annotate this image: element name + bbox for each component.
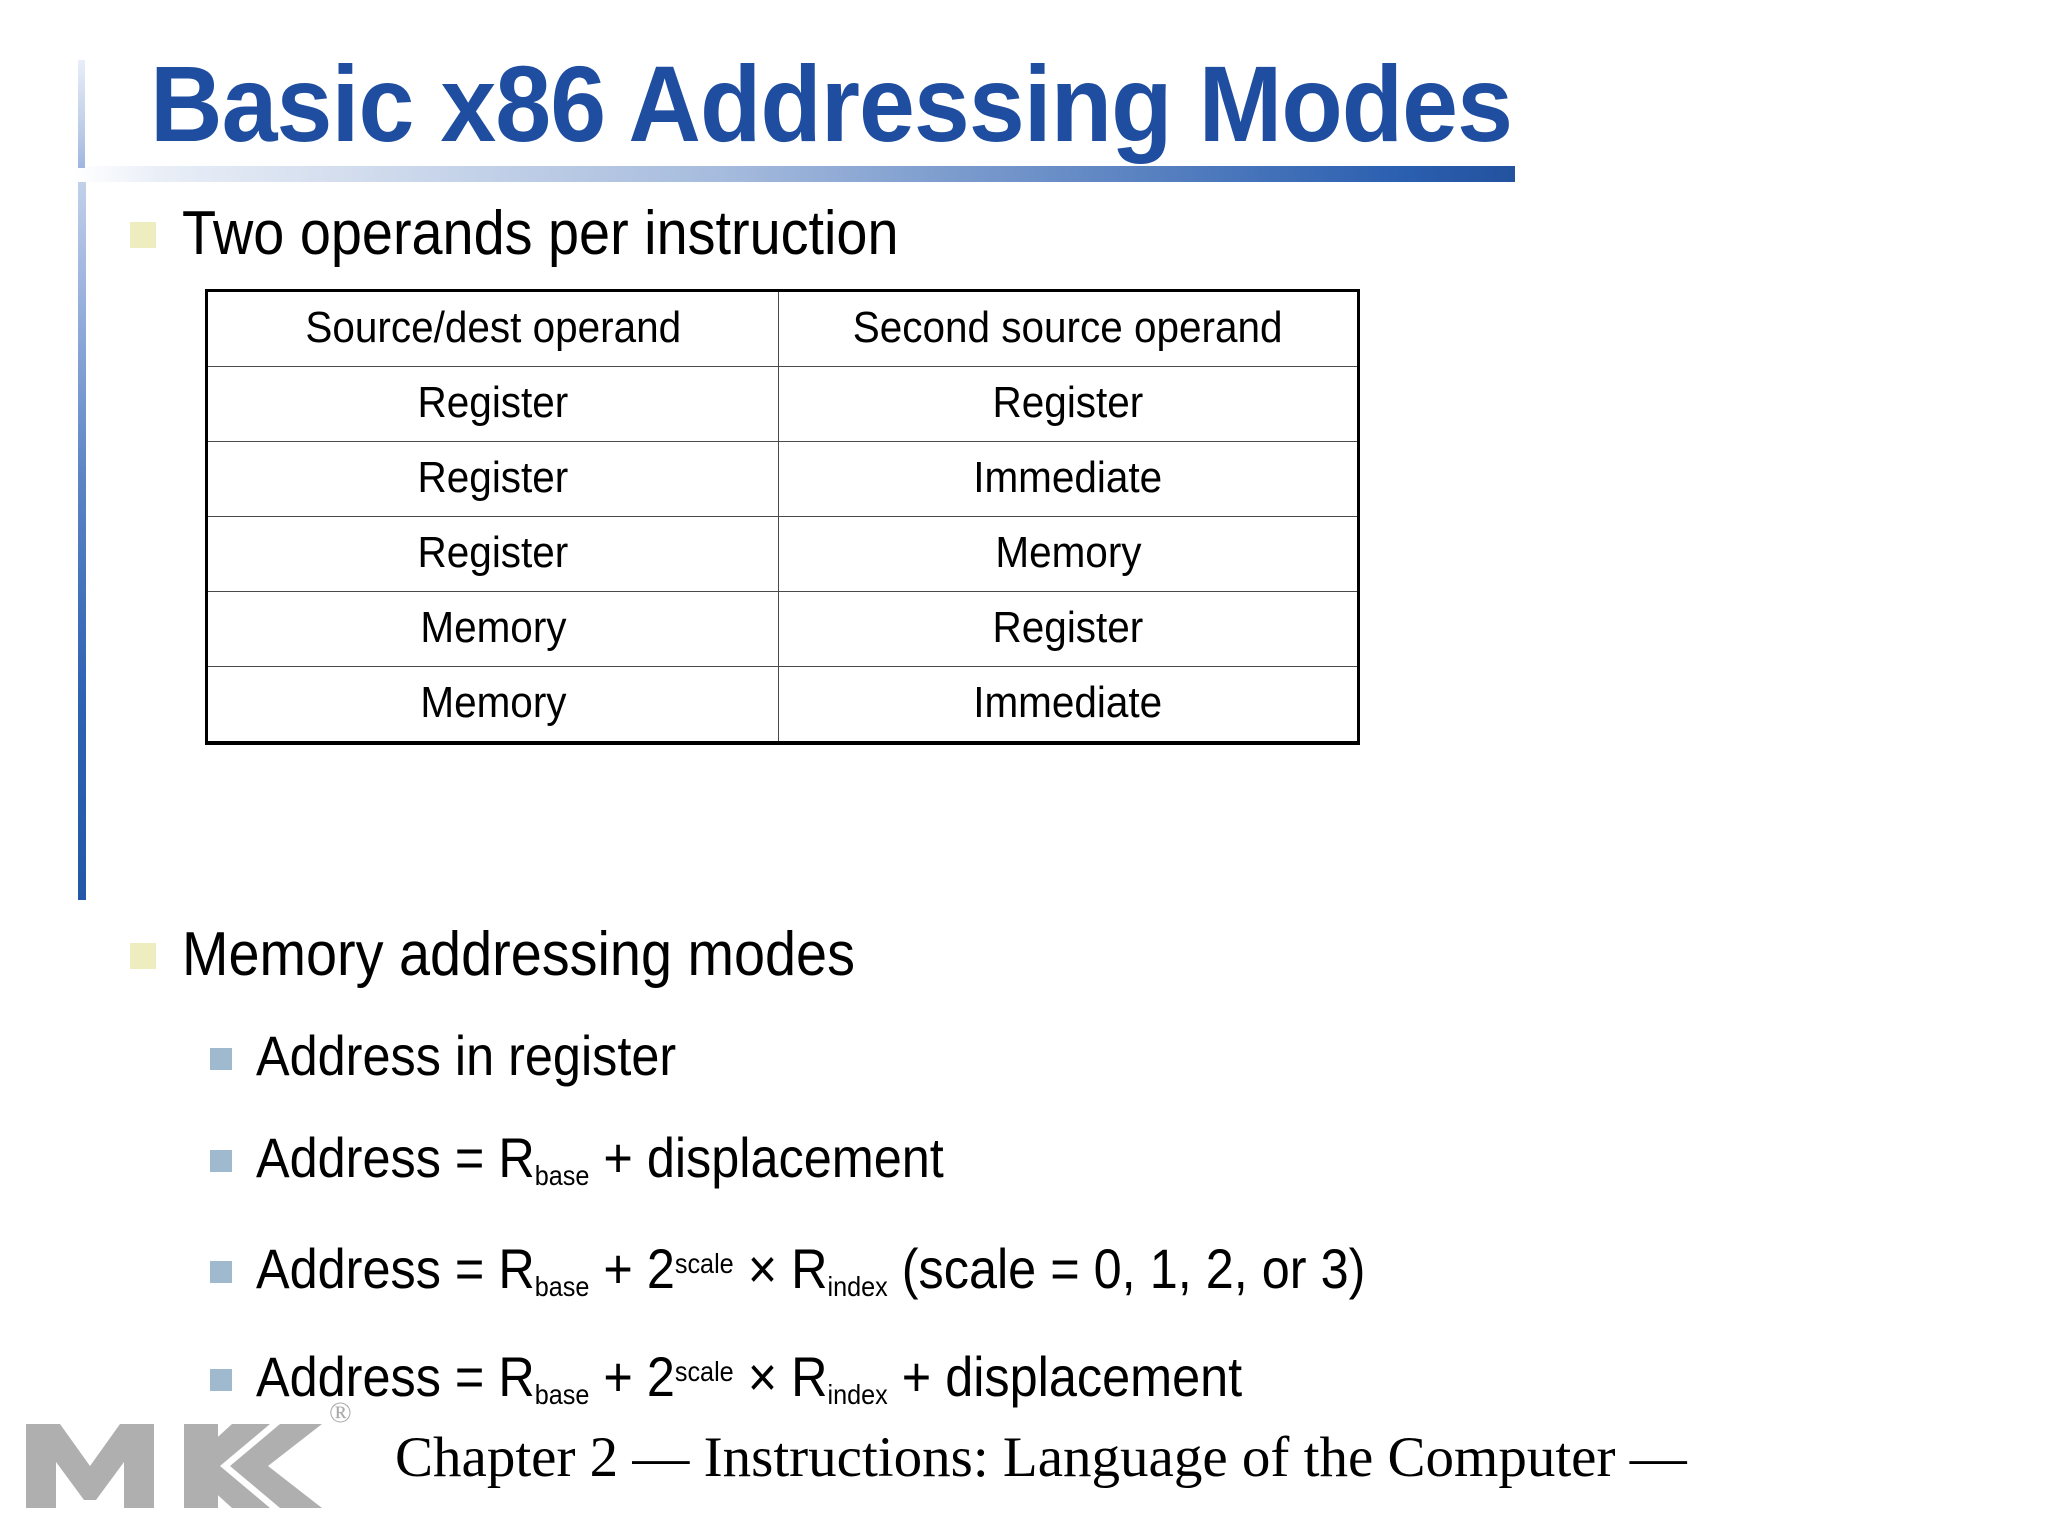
- formula-sub-base: base: [534, 1271, 590, 1303]
- table-cell: Immediate: [778, 441, 1360, 517]
- sub-bullet-address-in-register: Address in register: [210, 1020, 723, 1092]
- cell-value: Register: [992, 603, 1144, 652]
- sub-bullet-label: Address in register: [256, 1024, 677, 1087]
- sub-bullet-address-base-displacement: Address = Rbase + displacement: [210, 1122, 1020, 1204]
- table-row: Register Register: [205, 366, 1360, 442]
- formula-pre: Address = R: [256, 1237, 535, 1300]
- title-divider: [75, 166, 1515, 182]
- table-cell: Immediate: [778, 666, 1360, 745]
- formula-sup-scale: scale: [674, 1356, 734, 1388]
- formula-pre: Address = R: [256, 1126, 535, 1189]
- formula-sub-index: index: [827, 1271, 888, 1303]
- table-row: Register Immediate: [205, 441, 1360, 517]
- table-header-row: Source/dest operand Second source operan…: [205, 289, 1360, 367]
- formula-mid: + 2: [589, 1345, 675, 1408]
- table-cell: Register: [778, 591, 1360, 667]
- left-accent-bar: [78, 182, 86, 900]
- table-cell: Register: [205, 516, 779, 592]
- sub-bullet-label: Address = Rbase + displacement: [256, 1122, 944, 1204]
- square-bullet-icon: [130, 222, 156, 248]
- formula-post: + displacement: [887, 1345, 1243, 1408]
- header-label: Source/dest operand: [305, 303, 681, 352]
- cell-value: Immediate: [973, 453, 1163, 502]
- table-cell: Memory: [205, 666, 779, 745]
- bullet-memory-addressing-modes: Memory addressing modes: [130, 917, 930, 993]
- square-subbullet-icon: [210, 1369, 232, 1391]
- square-subbullet-icon: [210, 1150, 232, 1172]
- cell-value: Register: [992, 378, 1144, 427]
- table-row: Register Memory: [205, 516, 1360, 592]
- left-accent-bar-top: [78, 60, 85, 168]
- formula-post: (scale = 0, 1, 2, or 3): [887, 1237, 1366, 1300]
- sub-bullet-address-base-scale-index: Address = Rbase + 2scale × Rindex (scale…: [210, 1233, 1489, 1315]
- formula-mid2: × R: [733, 1237, 828, 1300]
- formula-sub-index: index: [827, 1379, 888, 1411]
- formula-post: + displacement: [589, 1126, 944, 1189]
- table-row: Memory Immediate: [205, 666, 1360, 745]
- table-cell: Register: [778, 366, 1360, 442]
- bullet-label: Memory addressing modes: [182, 920, 855, 989]
- formula-mid: + 2: [589, 1237, 675, 1300]
- table-cell: Register: [205, 366, 779, 442]
- cell-value: Memory: [419, 678, 567, 727]
- table-header-cell: Second source operand: [778, 289, 1360, 367]
- chapter-footer: Chapter 2 — Instructions: Language of th…: [395, 1426, 1687, 1489]
- morgan-kaufmann-logo-icon: [26, 1424, 322, 1508]
- table-cell: Memory: [778, 516, 1360, 592]
- table-cell: Register: [205, 441, 779, 517]
- table-row: Memory Register: [205, 591, 1360, 667]
- sub-bullet-address-base-scale-index-displacement: Address = Rbase + 2scale × Rindex + disp…: [210, 1341, 1352, 1423]
- square-subbullet-icon: [210, 1261, 232, 1283]
- operand-combinations-table: Source/dest operand Second source operan…: [205, 289, 1360, 745]
- bullet-label: Two operands per instruction: [182, 199, 899, 268]
- cell-value: Immediate: [973, 678, 1163, 727]
- header-label: Second source operand: [853, 303, 1283, 352]
- formula-sup-scale: scale: [674, 1248, 734, 1280]
- square-bullet-icon: [130, 943, 156, 969]
- formula-sub-base: base: [534, 1160, 590, 1192]
- sub-bullet-label: Address = Rbase + 2scale × Rindex (scale…: [256, 1233, 1365, 1315]
- table-cell: Memory: [205, 591, 779, 667]
- sub-bullet-label: Address = Rbase + 2scale × Rindex + disp…: [256, 1341, 1242, 1423]
- formula-pre: Address = R: [256, 1345, 535, 1408]
- cell-value: Memory: [419, 603, 567, 652]
- page-title: Basic x86 Addressing Modes: [150, 43, 1513, 164]
- cell-value: Register: [417, 378, 569, 427]
- table-header-cell: Source/dest operand: [205, 289, 779, 367]
- formula-mid2: × R: [733, 1345, 828, 1408]
- registered-trademark-icon: ®: [329, 1396, 352, 1429]
- cell-value: Register: [417, 453, 569, 502]
- bullet-two-operands: Two operands per instruction: [130, 196, 978, 272]
- square-subbullet-icon: [210, 1048, 232, 1070]
- cell-value: Register: [417, 528, 569, 577]
- cell-value: Memory: [994, 528, 1142, 577]
- formula-sub-base: base: [534, 1379, 590, 1411]
